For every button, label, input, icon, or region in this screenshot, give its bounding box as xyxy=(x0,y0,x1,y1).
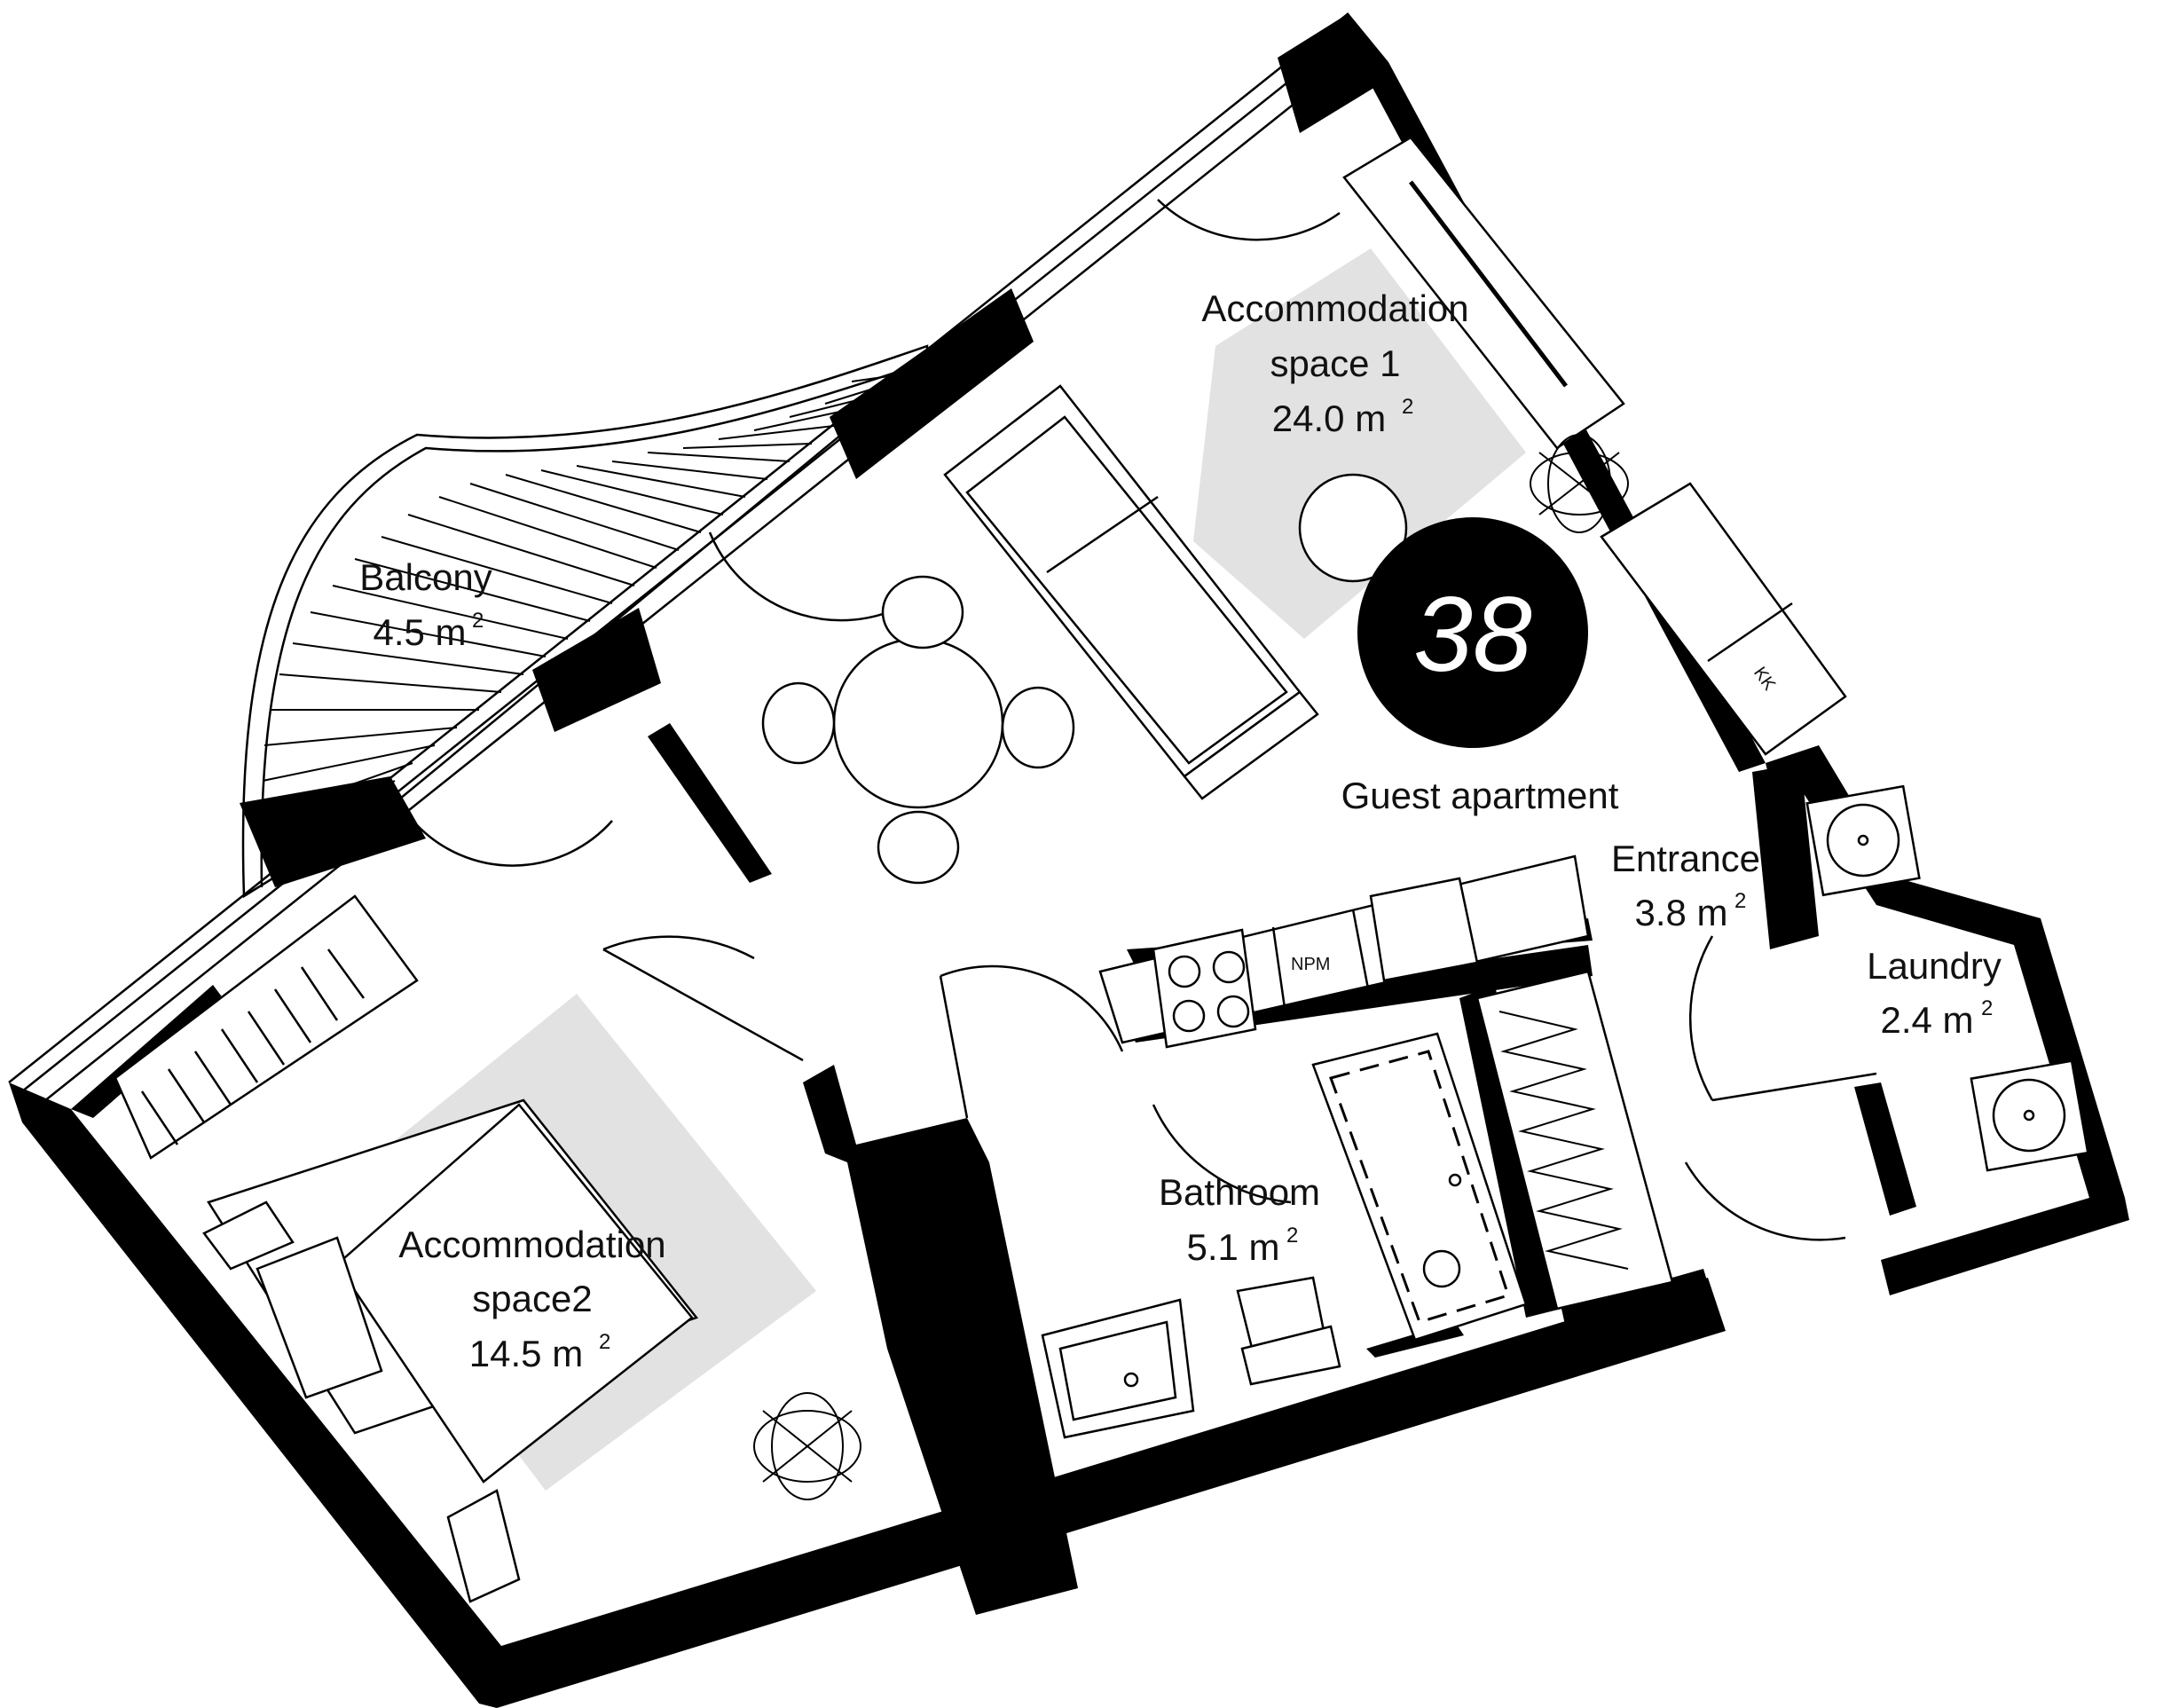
walls xyxy=(9,13,2129,1708)
svg-text:5.1 m: 5.1 m xyxy=(1186,1226,1279,1268)
svg-text:Accommodation: Accommodation xyxy=(1201,287,1468,329)
apartment-number-badge: 38 xyxy=(1357,517,1588,748)
label-accommodation-2: Accommodation space2 14.5 m 2 xyxy=(398,1224,665,1374)
svg-text:2: 2 xyxy=(1734,889,1746,913)
svg-text:3.8 m: 3.8 m xyxy=(1634,892,1727,933)
bed xyxy=(202,1098,699,1603)
svg-text:Balcony: Balcony xyxy=(359,556,492,598)
label-balcony: Balcony 4.5 m 2 xyxy=(359,556,492,653)
label-entrance: Entrance 3.8 m 2 xyxy=(1611,838,1760,933)
balcony-area xyxy=(241,344,937,899)
svg-text:space 1: space 1 xyxy=(1270,342,1400,384)
dining-set xyxy=(761,575,1075,885)
svg-text:2: 2 xyxy=(472,609,484,633)
sofa xyxy=(943,384,1319,800)
svg-text:24.0 m: 24.0 m xyxy=(1272,397,1386,439)
svg-text:Entrance: Entrance xyxy=(1611,838,1760,879)
doors xyxy=(416,199,1877,1241)
facade-glazing xyxy=(8,12,1372,1106)
wardrobe-entrance xyxy=(1475,970,1674,1311)
label-laundry: Laundry 2.4 m 2 xyxy=(1867,945,2002,1041)
svg-text:4.5 m: 4.5 m xyxy=(373,611,466,653)
entrance-cabinet: KK xyxy=(1600,482,1847,756)
tv-unit xyxy=(1342,136,1625,450)
wardrobe-bedroom xyxy=(114,894,419,1160)
kitchen-counter: NPM xyxy=(1098,854,1590,1049)
coffee-table xyxy=(1298,473,1408,583)
dryer xyxy=(1970,1059,2089,1172)
washing-machine xyxy=(1805,784,1921,897)
label-accommodation-1: Accommodation space 1 24.0 m 2 xyxy=(1201,287,1468,439)
svg-text:2: 2 xyxy=(1981,996,1993,1020)
rug-living xyxy=(1193,248,1526,639)
plant-living-icon xyxy=(1530,434,1629,533)
svg-text:space2: space2 xyxy=(472,1278,592,1319)
dishwasher-label: NPM xyxy=(1291,955,1330,974)
apartment-type-label: Guest apartment xyxy=(1341,775,1619,816)
apartment-number: 38 xyxy=(1413,575,1532,694)
svg-text:2.4 m: 2.4 m xyxy=(1880,999,1973,1041)
svg-text:Accommodation: Accommodation xyxy=(398,1224,665,1265)
svg-text:2: 2 xyxy=(1402,395,1413,419)
svg-text:14.5 m: 14.5 m xyxy=(469,1333,583,1374)
svg-text:Bathroom: Bathroom xyxy=(1159,1171,1320,1213)
balcony-decking xyxy=(261,372,915,853)
svg-text:2: 2 xyxy=(1286,1224,1298,1248)
bathroom-fixtures xyxy=(1041,1032,1528,1439)
plant-bedroom-icon xyxy=(753,1392,861,1500)
svg-text:Laundry: Laundry xyxy=(1867,945,2002,987)
label-bathroom: Bathroom 5.1 m 2 xyxy=(1159,1171,1320,1268)
svg-text:2: 2 xyxy=(599,1330,610,1354)
